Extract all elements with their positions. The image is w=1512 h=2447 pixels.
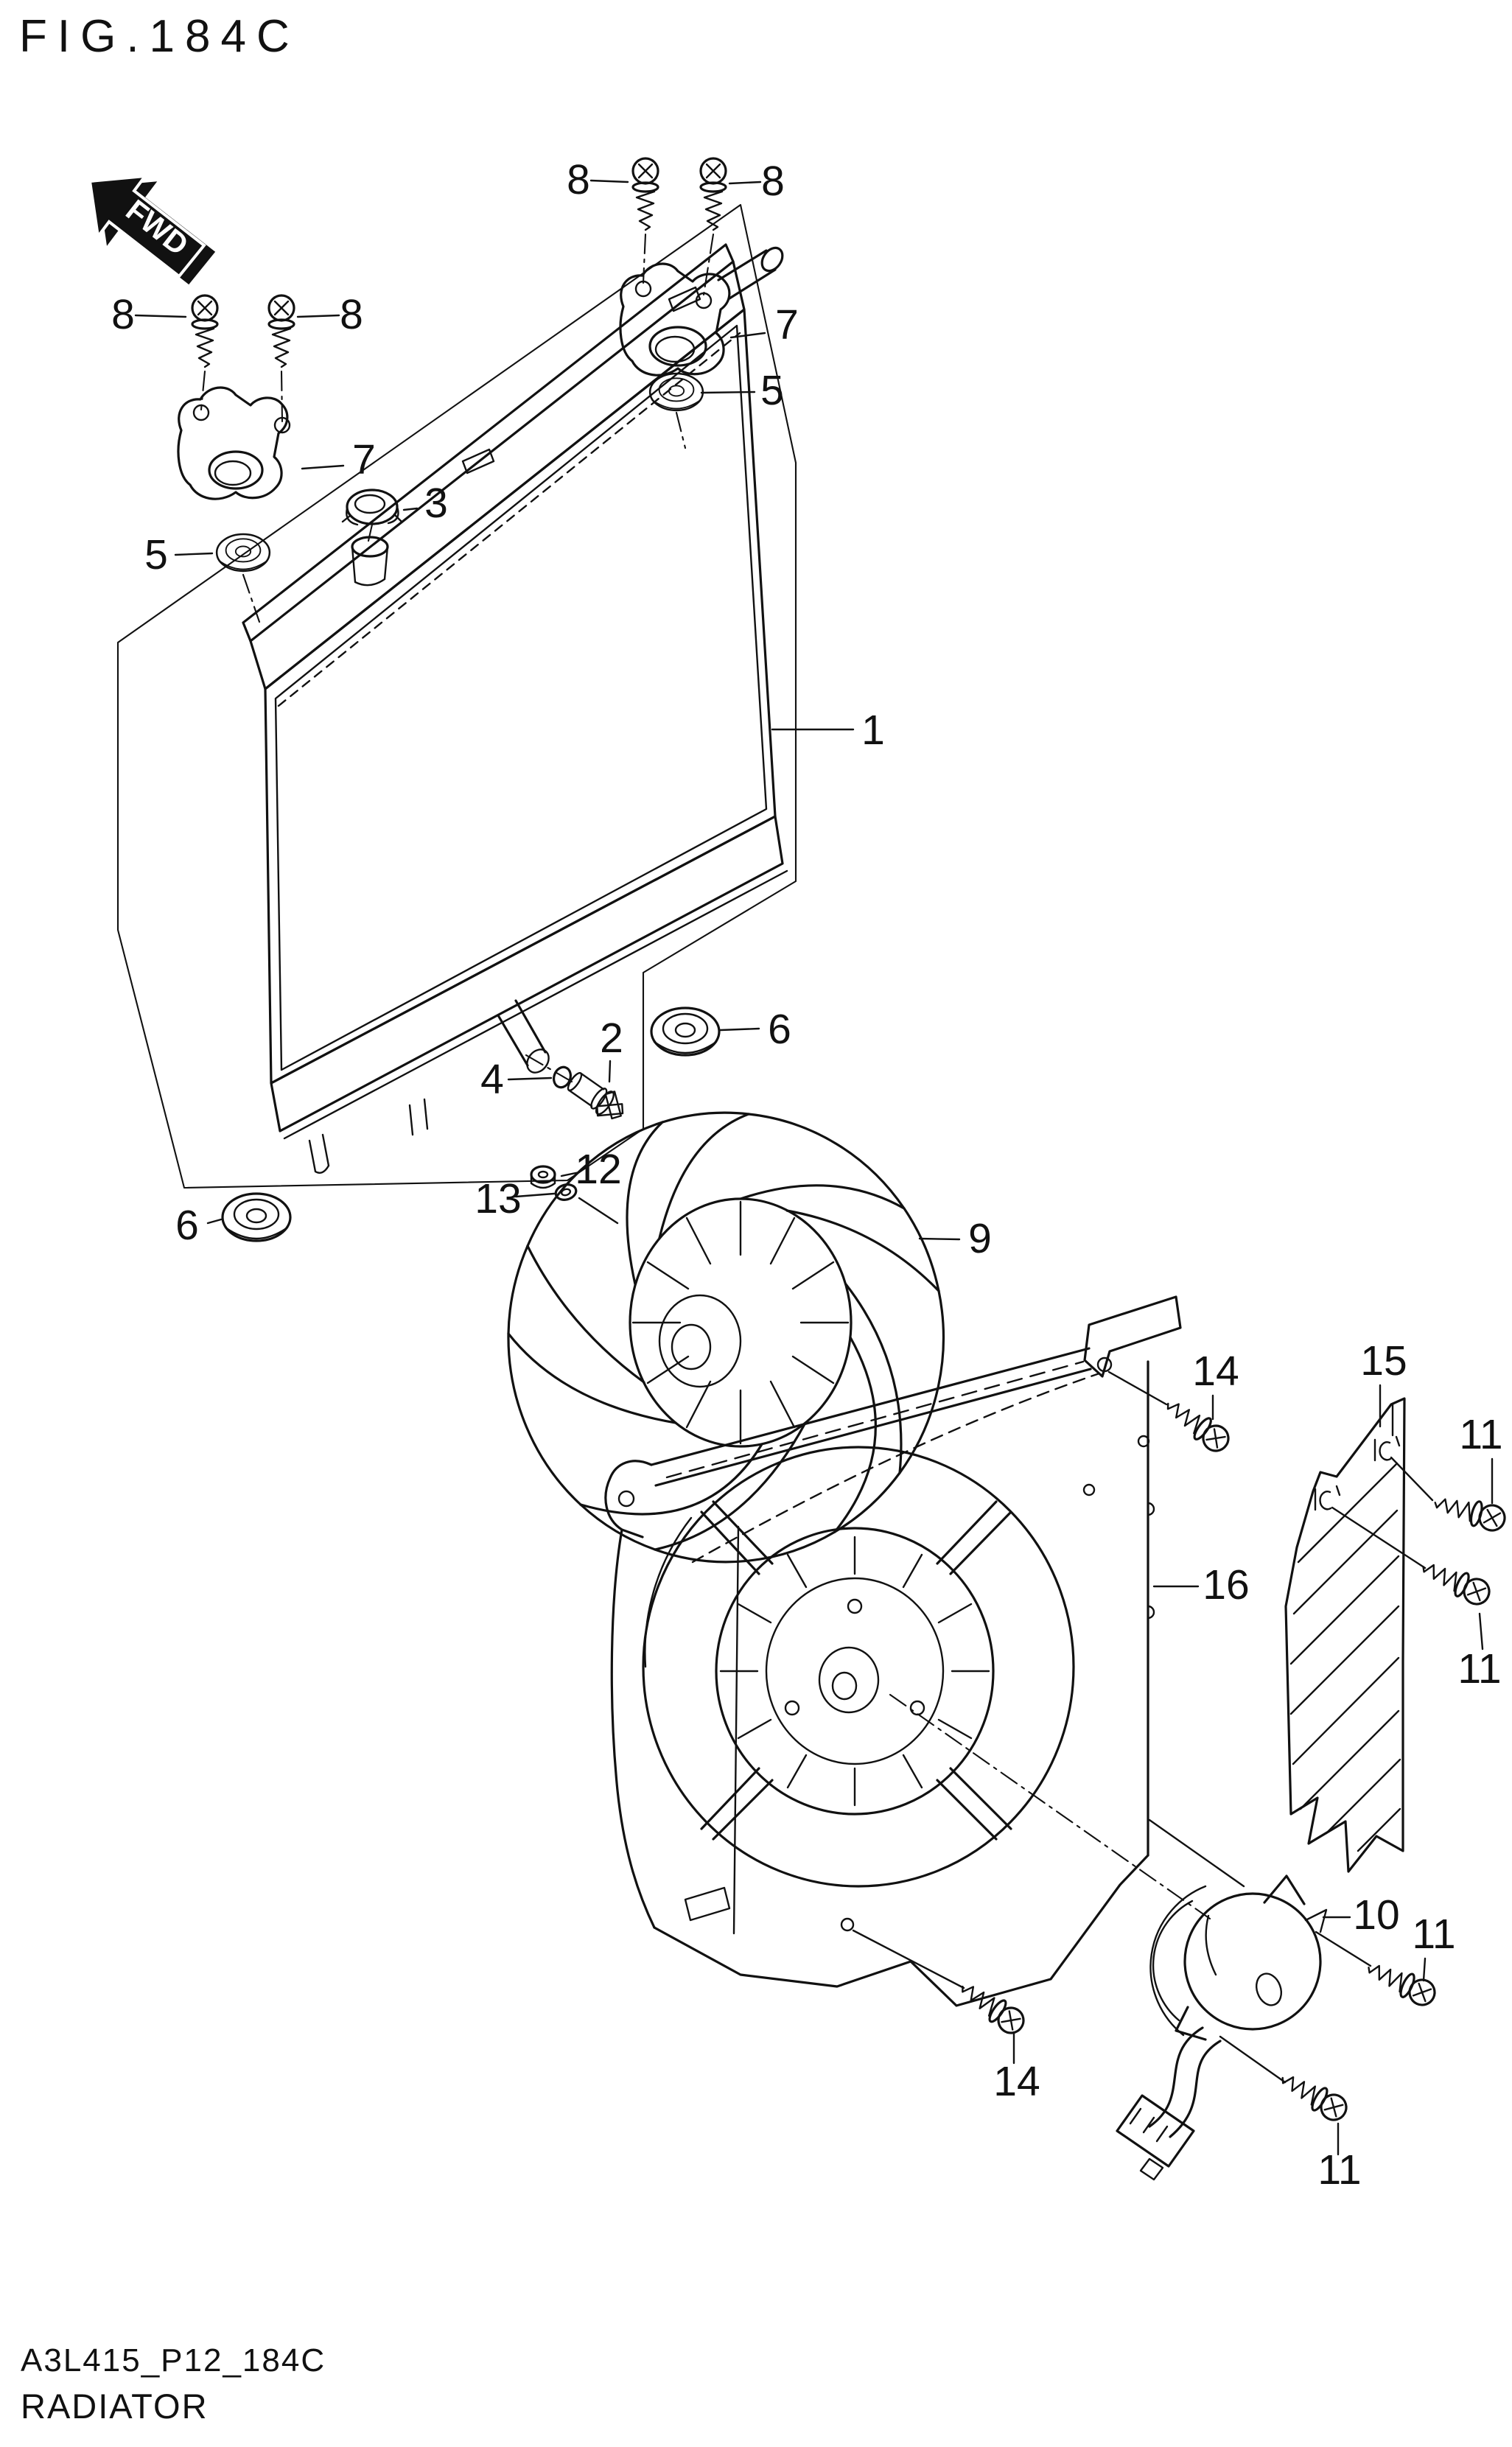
callout-15: 15 [1360,1337,1407,1384]
figure-title: FIG.184C [19,11,300,62]
assembly-axis-lines [200,233,1211,1920]
callout-11-lower-right: 11 [1457,1645,1501,1692]
callout-5-top: 5 [760,367,784,414]
callout-7-left: 7 [352,436,376,483]
panel-hatching [1289,1462,1401,1852]
callout-11-motor-right: 11 [1412,1911,1455,1958]
panel-screw-holes [1314,1435,1401,1511]
shroud-ring-segments [719,1536,990,1807]
radiator-cap [341,489,403,526]
motor-screw-right [1362,1955,1441,2011]
callout-labels: 8 8 7 5 8 8 7 5 3 1 2 4 6 6 12 13 9 14 1… [111,156,1502,2194]
shroud-screw-bottom [954,1975,1030,2040]
page-footer: A3L415_P12_184C RADIATOR [21,2342,326,2426]
callout-9: 9 [968,1215,992,1262]
callout-8-left-a: 8 [111,291,135,338]
callout-6-left: 6 [175,1202,199,1249]
callout-3: 3 [424,480,448,527]
callout-5-left: 5 [144,531,168,578]
part-group-name: RADIATOR [21,2387,209,2426]
guide-screw-upper [1430,1489,1509,1535]
left-mount-group [177,294,295,573]
fwd-arrow-icon: FWD [88,174,216,285]
water-temp-sensor [567,1071,624,1120]
callout-8-left-b: 8 [340,291,363,338]
callout-16: 16 [1203,1561,1249,1608]
lower-cushion-right [650,1007,721,1057]
lower-cushion-left [221,1192,292,1242]
callout-11-upper-right: 11 [1459,1411,1502,1458]
fan-hub-ribs [631,1200,850,1445]
callout-2: 2 [600,1015,623,1062]
guide-screw-lower [1416,1554,1495,1610]
shroud-spokes [700,1500,1012,1841]
callout-8-top-left: 8 [567,156,590,203]
motor-screw-bottom [1275,2065,1352,2126]
drawing-code: A3L415_P12_184C [21,2342,326,2378]
callout-14-bottom: 14 [993,2058,1040,2105]
fan-motor [1116,1874,1328,2181]
sensor-o-ring [553,1065,572,1089]
callout-14-top: 14 [1192,1348,1239,1395]
sensor-washer [554,1183,578,1201]
callout-11-motor-bottom: 11 [1317,2146,1361,2194]
callout-6-right: 6 [768,1006,791,1053]
radiator-body [242,243,788,1174]
callout-8-top-right: 8 [761,158,785,205]
callout-10: 10 [1353,1891,1399,1939]
fan-shroud [604,1295,1245,2007]
assembly-boundary-outline [116,203,797,1189]
callout-13: 13 [475,1175,521,1222]
callout-4: 4 [480,1056,504,1103]
callout-leader-lines [134,179,1494,2156]
callout-12: 12 [575,1146,621,1193]
air-guide-panel [1284,1397,1406,1873]
callout-7-top: 7 [775,301,799,349]
shroud-screw-top [1159,1392,1235,1457]
callout-1: 1 [861,707,885,754]
sensor-nut [530,1165,556,1189]
